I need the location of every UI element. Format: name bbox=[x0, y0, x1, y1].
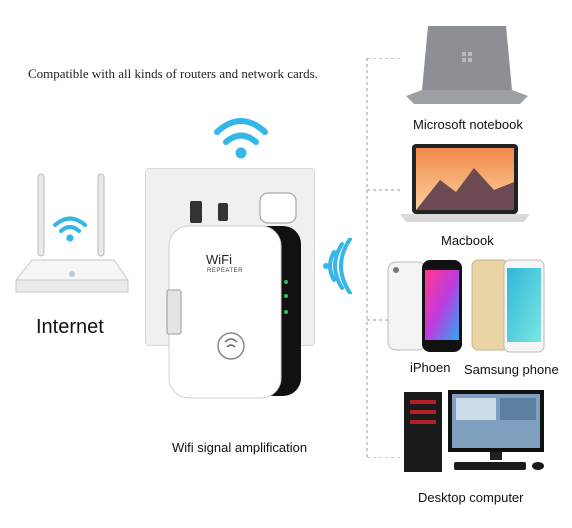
macbook-image bbox=[398, 142, 532, 224]
device-label-iphone: iPhoen bbox=[410, 360, 451, 375]
repeater-brand: WiFi bbox=[206, 252, 232, 267]
surface-laptop-image bbox=[402, 22, 532, 108]
headline-text: Compatible with all kinds of routers and… bbox=[28, 66, 318, 81]
phones-image bbox=[386, 258, 550, 354]
wifi-icon bbox=[212, 116, 270, 162]
router-label: Internet bbox=[36, 316, 104, 338]
device-label-desktop-computer: Desktop computer bbox=[418, 490, 524, 505]
router-illustration bbox=[10, 168, 130, 308]
signal-waves-icon bbox=[320, 238, 356, 294]
device-label-microsoft-notebook: Microsoft notebook bbox=[413, 117, 523, 132]
repeater-sub: REPEATER bbox=[207, 268, 243, 274]
wifi-icon bbox=[52, 214, 88, 244]
connector-lines bbox=[366, 58, 403, 458]
device-label-macbook: Macbook bbox=[441, 233, 494, 248]
device-label-samsung-phone: Samsung phone bbox=[464, 362, 559, 377]
desktop-computer-image bbox=[400, 386, 550, 474]
wifi-repeater-device bbox=[165, 220, 303, 402]
extender-caption: Wifi signal amplification bbox=[172, 440, 308, 455]
